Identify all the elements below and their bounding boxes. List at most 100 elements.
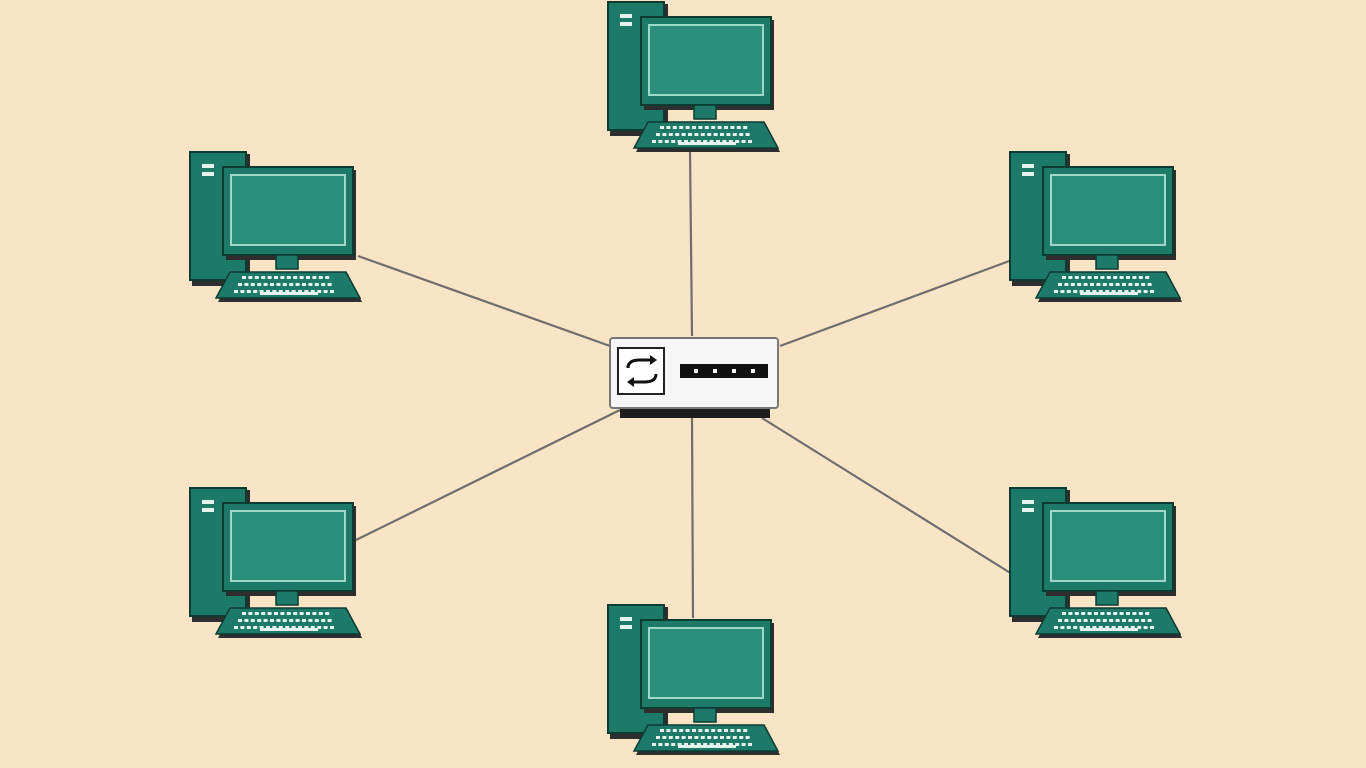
key [709, 140, 714, 143]
key [671, 743, 676, 746]
key [330, 626, 334, 629]
key [1145, 612, 1150, 615]
key [240, 290, 245, 293]
key [1137, 290, 1142, 293]
key [1066, 626, 1071, 629]
key [1077, 283, 1082, 286]
key [1134, 619, 1139, 622]
key [690, 140, 695, 143]
drive-slot [1022, 500, 1034, 504]
cable-upper-left [357, 254, 611, 348]
key [1132, 276, 1137, 279]
key [293, 276, 298, 279]
key [234, 290, 238, 293]
key [310, 626, 315, 629]
key [1087, 276, 1092, 279]
cable-top [688, 149, 694, 337]
key [720, 133, 724, 136]
key [302, 283, 306, 286]
drive-slot [620, 22, 632, 26]
monitor-stand [275, 254, 299, 270]
cables [355, 149, 1013, 619]
sync-arrow-bottom [632, 373, 658, 384]
key [318, 276, 323, 279]
key [304, 626, 309, 629]
key [724, 729, 728, 732]
key [270, 283, 274, 286]
key [658, 743, 663, 746]
key [672, 729, 677, 732]
key [681, 133, 686, 136]
arrowhead-bottom [627, 377, 634, 387]
key [312, 276, 317, 279]
key [257, 619, 262, 622]
key [1118, 290, 1122, 293]
key [1064, 619, 1069, 622]
key [707, 736, 712, 739]
key [724, 126, 728, 129]
key [685, 729, 690, 732]
key [1054, 290, 1058, 293]
key [314, 283, 319, 286]
keyboard-keys [234, 612, 334, 631]
key [711, 126, 716, 129]
key [325, 276, 330, 279]
key [327, 619, 332, 622]
cable-lower-left [355, 409, 621, 541]
key [1132, 612, 1137, 615]
key [1150, 290, 1154, 293]
keyboard-keys [652, 126, 752, 145]
key [720, 736, 724, 739]
key [745, 133, 750, 136]
key [1126, 276, 1130, 279]
key [254, 276, 259, 279]
key [1094, 276, 1098, 279]
key [1068, 612, 1073, 615]
key [1070, 619, 1075, 622]
key [295, 619, 300, 622]
key [1081, 276, 1086, 279]
key [704, 729, 709, 732]
key [1138, 612, 1143, 615]
key [722, 743, 727, 746]
key [278, 290, 283, 293]
key [282, 619, 287, 622]
key [304, 290, 309, 293]
key [1115, 619, 1120, 622]
key [1062, 612, 1066, 615]
key [1106, 276, 1111, 279]
key [250, 619, 255, 622]
key [1086, 626, 1090, 629]
key [321, 619, 326, 622]
key [244, 619, 249, 622]
key [259, 290, 264, 293]
key [306, 612, 310, 615]
key [728, 140, 733, 143]
key [1122, 283, 1126, 286]
key [276, 619, 281, 622]
key [1119, 276, 1124, 279]
key [1058, 283, 1062, 286]
key [1102, 619, 1107, 622]
key [732, 736, 737, 739]
key [240, 626, 245, 629]
key [1143, 626, 1148, 629]
key [656, 736, 660, 739]
key [748, 743, 752, 746]
port-3 [732, 369, 736, 373]
key [732, 133, 737, 136]
key [716, 743, 720, 746]
key [1109, 619, 1114, 622]
key [248, 612, 253, 615]
key [238, 619, 242, 622]
drive-slot [620, 617, 632, 621]
key [696, 743, 701, 746]
screen [648, 24, 764, 96]
key [280, 276, 285, 279]
key [717, 729, 722, 732]
cable-upper-right [779, 258, 1013, 348]
drive-slot [1022, 508, 1034, 512]
monitor-stand [1095, 254, 1119, 270]
key [266, 626, 270, 629]
